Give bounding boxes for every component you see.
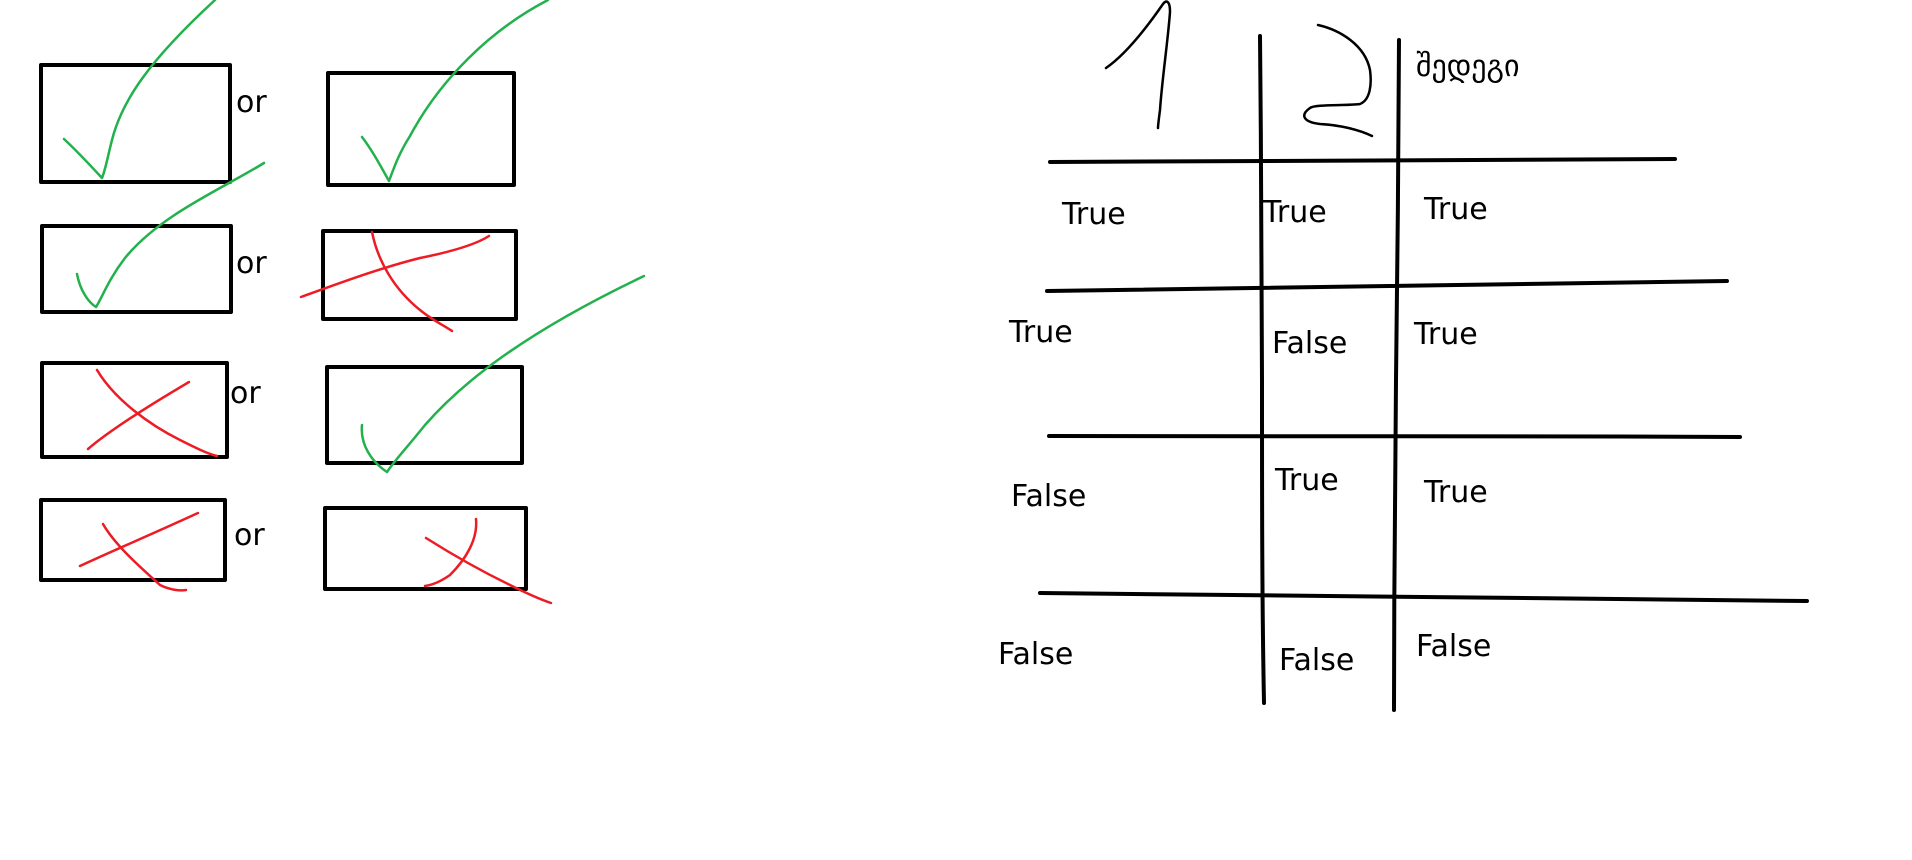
row-divider-3	[1047, 433, 1742, 439]
row-divider-1	[1048, 157, 1677, 164]
cross-icon	[299, 230, 491, 333]
table-row: True True True	[1061, 192, 1488, 232]
cross-icon	[423, 517, 553, 605]
check-icon	[62, 0, 217, 180]
cell-a: False	[1011, 479, 1086, 514]
cell-b: True	[1262, 195, 1327, 230]
right-box	[323, 506, 528, 591]
cross-icon	[86, 368, 219, 458]
check-icon	[360, 274, 646, 474]
right-box	[326, 71, 516, 187]
right-box	[325, 365, 524, 465]
truth-table: შედეგი True True True True False True Fa…	[998, 0, 1809, 712]
table-row: False False False	[998, 629, 1491, 678]
header-col1-handwriting	[1104, 0, 1172, 130]
right-box	[321, 229, 518, 321]
cell-b: True	[1274, 463, 1339, 498]
or-label: or	[230, 376, 261, 411]
vertical-divider-2	[1392, 38, 1401, 712]
row-divider-4	[1038, 591, 1809, 603]
or-label: or	[234, 518, 265, 553]
or-examples-panel: or or or	[39, 0, 646, 605]
cell-a: True	[1061, 197, 1126, 232]
header-result-label: შედეგი	[1416, 49, 1520, 84]
cell-a: True	[1008, 315, 1073, 350]
example-row-1: or	[39, 0, 550, 187]
vertical-divider-1	[1258, 34, 1266, 705]
cross-icon	[78, 511, 200, 592]
header-col2-handwriting	[1303, 23, 1374, 138]
or-label: or	[236, 246, 267, 281]
left-box	[39, 63, 232, 184]
example-row-3: or	[40, 274, 646, 474]
example-row-4: or	[39, 498, 553, 605]
check-icon	[360, 0, 550, 183]
example-row-2: or	[40, 161, 518, 333]
left-box	[40, 361, 229, 459]
cell-a: False	[998, 637, 1073, 672]
check-icon	[75, 161, 266, 309]
cell-b: False	[1272, 326, 1347, 361]
table-row: True False True	[1008, 315, 1478, 361]
cell-result: True	[1423, 475, 1488, 510]
cell-result: False	[1416, 629, 1491, 664]
left-box	[39, 498, 227, 582]
cell-result: True	[1423, 192, 1488, 227]
cell-b: False	[1279, 643, 1354, 678]
left-box	[40, 224, 233, 314]
row-divider-2	[1045, 279, 1729, 293]
table-row: False True True	[1011, 463, 1488, 514]
cell-result: True	[1413, 317, 1478, 352]
or-label: or	[236, 85, 267, 120]
